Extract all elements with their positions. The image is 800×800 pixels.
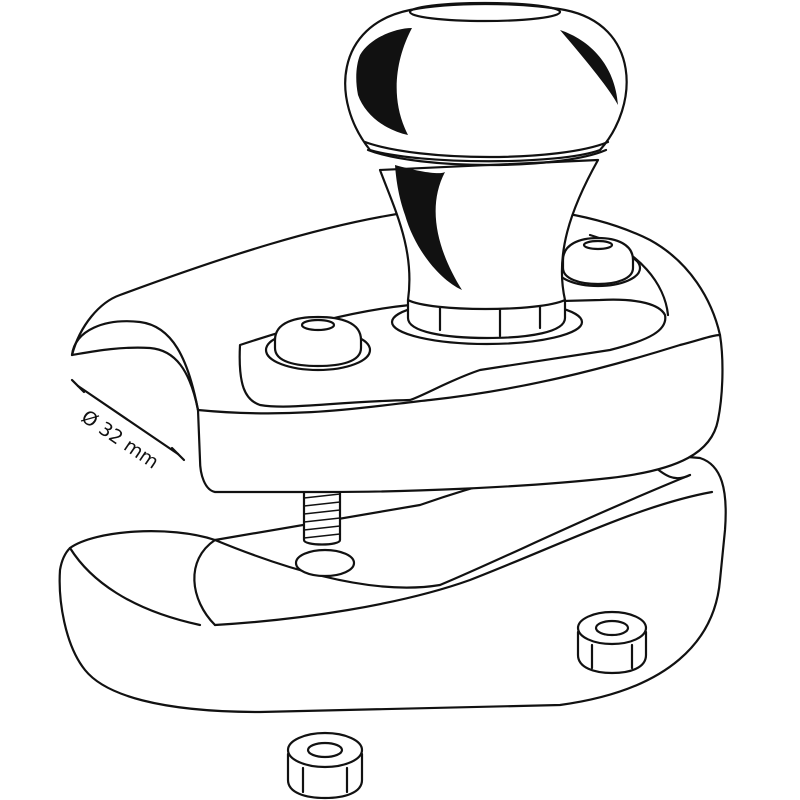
lower-clamp-half: [58, 453, 727, 714]
threaded-stud: [302, 488, 342, 546]
lock-nut-bottom: [286, 731, 364, 800]
mounting-ball: [344, 1, 628, 346]
socket-screw-left: [264, 315, 372, 372]
diameter-dimension: Ø 32 mm: [70, 378, 186, 474]
lock-nut-right: [576, 610, 648, 675]
diameter-label: Ø 32 mm: [77, 406, 162, 474]
socket-screw-right: [554, 236, 642, 288]
bolt-hole: [294, 548, 356, 578]
